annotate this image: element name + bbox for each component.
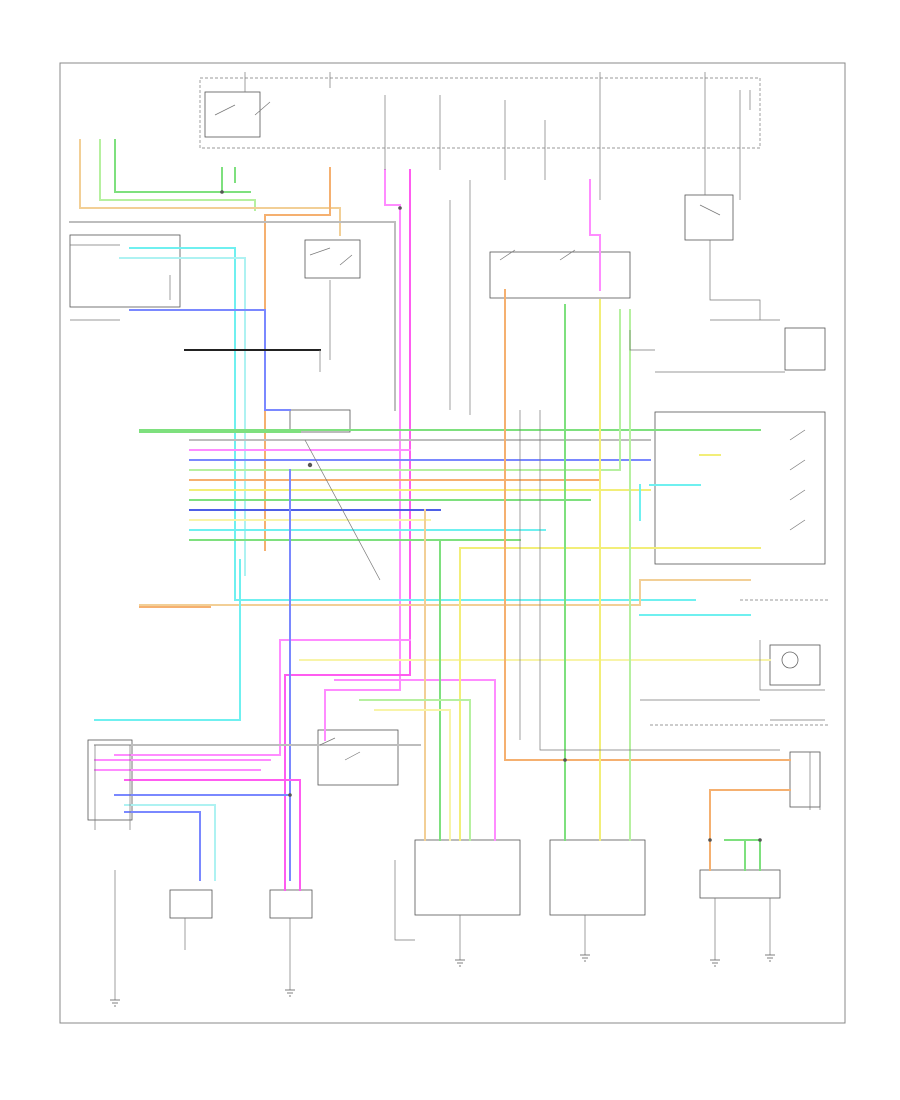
wire-lightcyan-l4 xyxy=(124,804,216,881)
sensor-block-left xyxy=(169,889,213,919)
wire-green-h1 xyxy=(139,429,761,433)
fuse-block-top xyxy=(199,77,761,149)
sensor-block-mid xyxy=(269,889,313,919)
lower-connector-right xyxy=(789,751,821,808)
switch-contacts xyxy=(214,101,806,761)
wire-lightgreen-h5 xyxy=(189,309,621,471)
wire-pink-c xyxy=(334,679,496,841)
left-connector-block xyxy=(69,234,181,308)
lamp-symbol xyxy=(781,651,799,669)
wire-gray-1 xyxy=(69,221,396,411)
wire-tan-h16 xyxy=(139,579,751,606)
ignition-switch-block xyxy=(204,91,261,138)
lower-module-a xyxy=(414,839,521,916)
mode-actuator-block xyxy=(317,729,399,786)
right-motor-block xyxy=(784,327,826,371)
wire-cyan-l6 xyxy=(94,559,241,721)
ground-symbols xyxy=(110,954,775,1007)
diagram-frame xyxy=(59,62,846,1024)
wire-pink-l1 xyxy=(94,759,271,771)
circuit-lines xyxy=(70,72,825,1000)
wire-tan-top xyxy=(79,139,401,413)
wire-green-top xyxy=(114,139,251,193)
wire-lightyellow-v9 xyxy=(374,709,451,841)
wire-orange-v1 xyxy=(504,289,791,761)
wire-blue-1 xyxy=(129,309,291,411)
wire-blue-l5 xyxy=(124,811,201,881)
control-module xyxy=(289,409,351,433)
wire-lightcyan-1 xyxy=(119,257,246,576)
wire-lightgreen-top xyxy=(99,139,256,211)
component-blocks xyxy=(69,77,826,919)
wire-green-r2 xyxy=(724,839,761,871)
wire-pink-a xyxy=(324,169,401,741)
wire-orange-r1 xyxy=(709,789,791,871)
lower-module-b xyxy=(549,839,646,916)
hvac-module-relay xyxy=(489,251,631,299)
wire-pink-d xyxy=(589,179,601,291)
right-relay-block xyxy=(684,194,734,241)
wire-magenta-l2 xyxy=(124,779,301,891)
wire-cyan-1 xyxy=(129,247,696,601)
wire-lightgreen-v8 xyxy=(359,699,471,841)
switch-assembly-right xyxy=(654,411,826,565)
right-lamp-block xyxy=(769,644,821,686)
wire-blue-h20 xyxy=(114,469,291,881)
blend-door-actuator xyxy=(304,239,361,279)
shield-lines xyxy=(650,599,830,726)
splice-points xyxy=(220,190,762,842)
wire-magenta-a xyxy=(284,169,411,891)
wire-harness xyxy=(69,139,791,891)
wire-pink-b xyxy=(114,639,411,756)
sensor-block-right xyxy=(699,869,781,899)
